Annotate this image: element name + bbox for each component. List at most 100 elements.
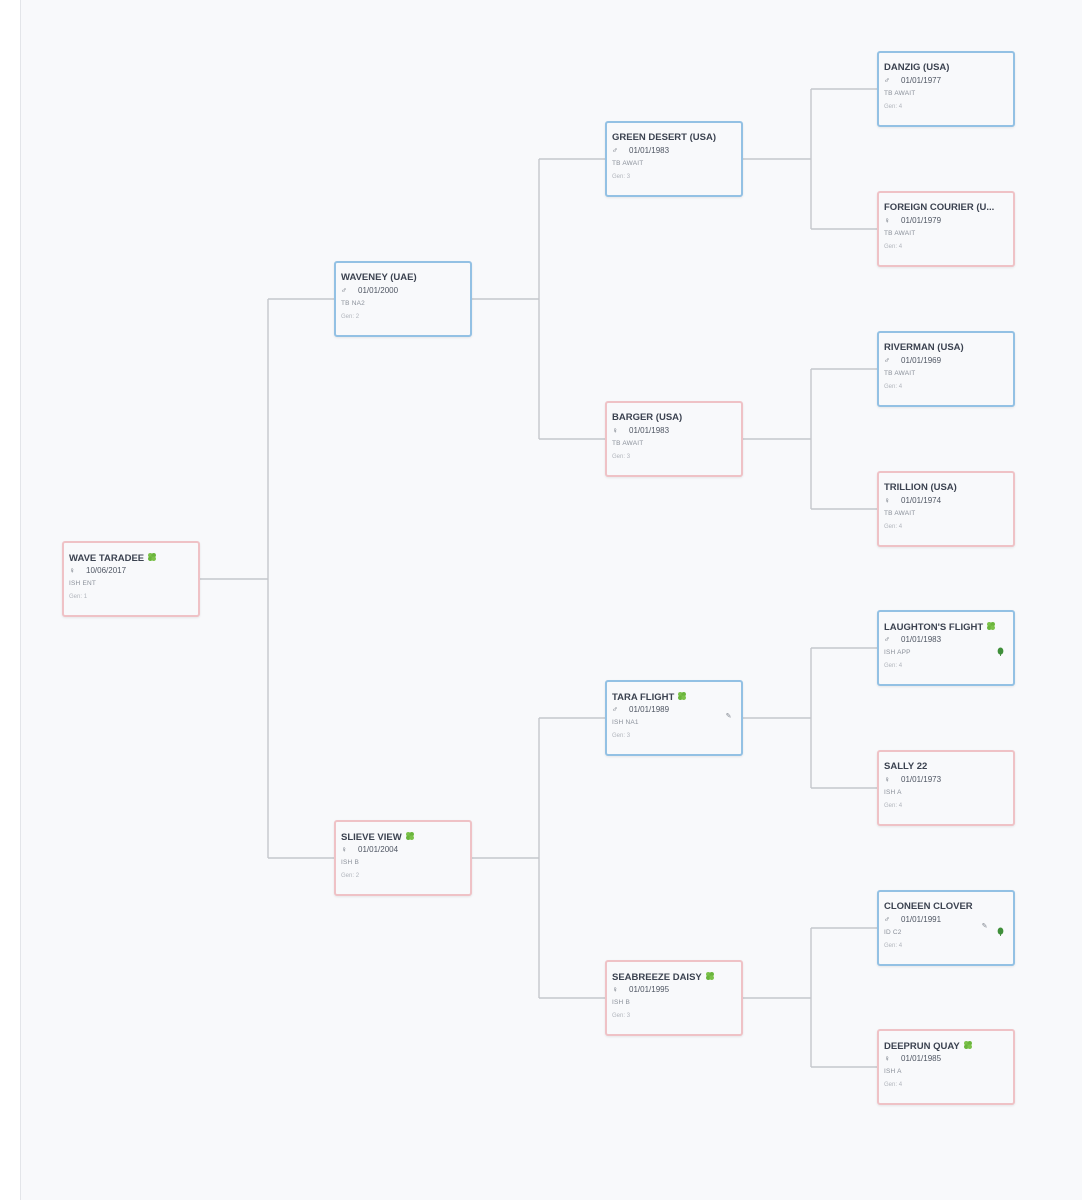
horse-name: TARA FLIGHT [612, 691, 735, 703]
date-of-birth: 01/01/1979 [901, 216, 942, 225]
generation-prefix: Gen: [612, 733, 627, 739]
horse-name: GREEN DESERT (USA) [612, 132, 735, 143]
generation-label: Gen: 4 [884, 803, 902, 809]
generation-number: 2 [355, 873, 360, 879]
female-icon: ♀ [69, 566, 75, 575]
dob-row: ♂01/01/1969 [884, 356, 941, 365]
generation-prefix: Gen: [884, 244, 899, 250]
date-of-birth: 01/01/1973 [901, 775, 942, 784]
generation-label: Gen: 4 [884, 524, 902, 530]
horse-name: FOREIGN COURIER (U... [884, 202, 1007, 213]
horse-name: RIVERMAN (USA) [884, 342, 1007, 353]
breed-code: ISH APP [884, 649, 911, 656]
generation-label: Gen: 4 [884, 384, 902, 390]
generation-number: 4 [898, 803, 903, 809]
horse-name-text: DEEPRUN QUAY [884, 1041, 960, 1052]
generation-number: 4 [898, 104, 903, 110]
generation-prefix: Gen: [884, 663, 899, 669]
dob-row: ♀10/06/2017 [69, 566, 126, 575]
male-icon: ♂ [341, 286, 347, 295]
date-of-birth: 01/01/2004 [358, 845, 399, 854]
generation-label: Gen: 1 [69, 594, 87, 600]
clover-icon [705, 971, 715, 981]
clover-icon [405, 831, 415, 841]
dob-row: ♀01/01/1995 [612, 985, 669, 994]
breed-code: ISH B [612, 999, 630, 1006]
breed-code: ISH NA1 [612, 719, 639, 726]
leaf-icon[interactable] [996, 923, 1005, 936]
date-of-birth: 01/01/2000 [358, 286, 399, 295]
generation-label: Gen: 2 [341, 873, 359, 879]
generation-number: 3 [626, 1013, 631, 1019]
female-icon: ♀ [612, 426, 618, 435]
female-icon: ♀ [884, 1054, 890, 1063]
breed-code: ISH ENT [69, 580, 97, 587]
clover-icon [986, 621, 996, 631]
horse-name: SLIEVE VIEW [341, 831, 464, 843]
generation-number: 1 [83, 594, 88, 600]
generation-number: 4 [898, 943, 903, 949]
date-of-birth: 01/01/1991 [901, 915, 942, 924]
horse-name-text: CLONEEN CLOVER [884, 901, 973, 912]
horse-name-text: WAVE TARADEE [69, 553, 145, 564]
generation-label: Gen: 3 [612, 733, 630, 739]
leaf-icon[interactable] [996, 643, 1005, 656]
male-icon: ♂ [612, 705, 618, 714]
breed-code: ISH B [341, 859, 359, 866]
date-of-birth: 01/01/1983 [629, 146, 670, 155]
generation-prefix: Gen: [69, 594, 84, 600]
dob-row: ♂01/01/1991 [884, 915, 941, 924]
female-icon: ♀ [884, 216, 890, 225]
breed-code: ID C2 [884, 929, 902, 936]
generation-number: 3 [626, 174, 631, 180]
dob-row: ♀01/01/1973 [884, 775, 941, 784]
left-edge-panel [0, 0, 21, 1200]
breed-code: ISH A [884, 1068, 902, 1075]
generation-number: 4 [898, 524, 903, 530]
generation-number: 3 [626, 454, 631, 460]
clover-icon [677, 691, 687, 701]
dob-row: ♂01/01/1989 [612, 705, 669, 714]
generation-prefix: Gen: [884, 524, 899, 530]
edit-icon[interactable]: ✎ [725, 713, 732, 720]
generation-number: 4 [898, 1082, 903, 1088]
male-icon: ♂ [884, 76, 890, 85]
horse-name-text: DANZIG (USA) [884, 62, 950, 73]
generation-label: Gen: 3 [612, 1013, 630, 1019]
breed-code: TB AWAIT [884, 510, 916, 517]
dob-row: ♀01/01/1983 [612, 426, 669, 435]
horse-card[interactable]: CLONEEN CLOVER ♂01/01/1991 ID C2 Gen: 4 ✎ [877, 890, 1015, 966]
breed-code: ISH A [884, 789, 902, 796]
horse-name: SEABREEZE DAISY [612, 971, 735, 983]
generation-number: 2 [355, 314, 360, 320]
date-of-birth: 01/01/1974 [901, 496, 942, 505]
generation-prefix: Gen: [884, 943, 899, 949]
date-of-birth: 01/01/1985 [901, 1054, 942, 1063]
female-icon: ♀ [612, 985, 618, 994]
edit-icon[interactable]: ✎ [981, 923, 988, 930]
horse-name-text: SLIEVE VIEW [341, 832, 402, 843]
dob-row: ♀ 01/01/1985 [884, 1054, 941, 1063]
clover-icon [963, 1040, 973, 1050]
horse-name: DANZIG (USA) [884, 62, 1007, 73]
horse-name: DEEPRUN QUAY [884, 1040, 1007, 1052]
generation-prefix: Gen: [612, 454, 627, 460]
generation-number: 4 [898, 663, 903, 669]
dob-row: ♂01/01/1983 [884, 635, 941, 644]
